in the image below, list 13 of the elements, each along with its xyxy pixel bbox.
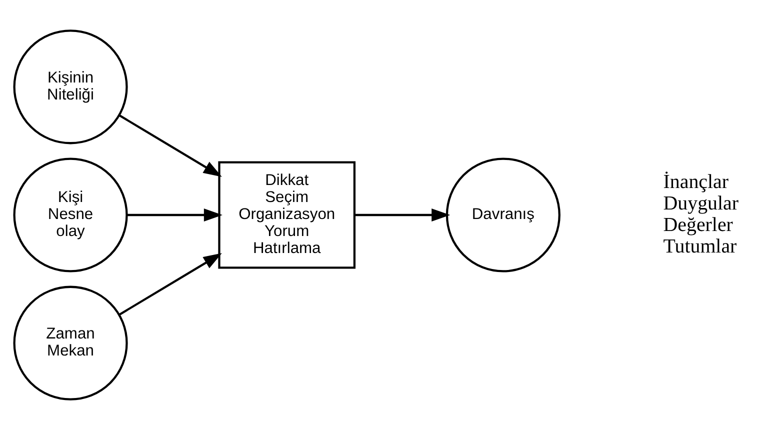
label: Duygular (663, 192, 738, 214)
arrow (126, 208, 222, 221)
label: Değerler (663, 213, 733, 236)
node-circle: Kişi Nesne olay (13, 157, 128, 272)
arrow (118, 252, 222, 316)
arrow (354, 208, 450, 221)
arrow (118, 114, 222, 176)
node-box: Dikkat Seçim Organizasyon Yorum Hatırlama (218, 160, 356, 268)
node-circle: Davranış (446, 157, 560, 272)
label: Tutumlar (663, 234, 737, 257)
node-circle: Zaman Mekan (13, 285, 128, 400)
label: İnançlar (663, 170, 728, 193)
node-circle: Kişinin Niteliği (13, 29, 128, 144)
